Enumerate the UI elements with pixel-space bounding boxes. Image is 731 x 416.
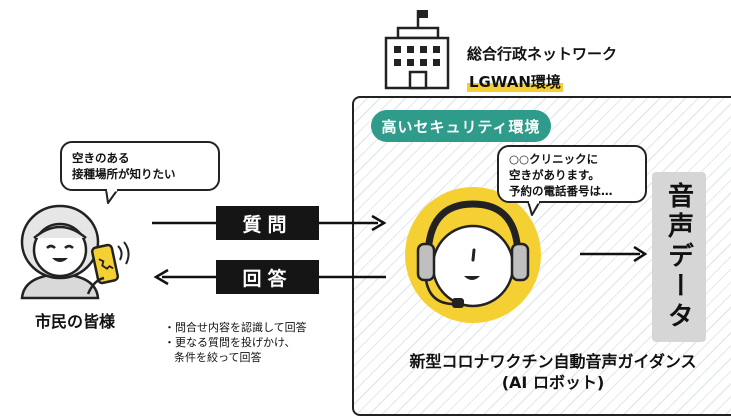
note-item: 条件を絞って回答 xyxy=(174,351,262,364)
citizen-bubble-tail xyxy=(105,189,119,204)
robot-speech-line: 空きがあります。 xyxy=(509,168,600,182)
robot-speech-line: 予約の電話番号は… xyxy=(509,184,613,198)
voice-data-label: 音声データ xyxy=(663,182,694,332)
citizen-avatar-icon xyxy=(20,204,130,300)
network-title: 総合行政ネットワーク xyxy=(467,45,618,63)
secure-environment-badge: 高いセキュリティ環境 xyxy=(371,110,551,142)
robot-speech-bubble: ○○クリニックに 空きがあります。 予約の電話番号は… xyxy=(497,145,647,203)
government-building-icon xyxy=(384,10,450,90)
citizen-speech-bubble: 空きのある 接種場所が知りたい xyxy=(60,141,220,191)
question-label: 質問 xyxy=(216,206,319,240)
citizen-speech-line: 接種場所が知りたい xyxy=(72,167,176,181)
voice-data-arrow-icon xyxy=(580,245,648,263)
citizen-label: 市民の皆様 xyxy=(34,312,115,331)
robot-title: 新型コロナワクチン自動音声ガイダンス xyxy=(409,352,697,371)
robot-subtitle: (AI ロボット) xyxy=(501,373,605,392)
note-item: ・更なる質問を投げかけ、 xyxy=(164,336,296,349)
answer-notes: ・問合せ内容を認識して回答 ・更なる質問を投げかけ、 条件を絞って回答 xyxy=(164,320,307,365)
ai-robot-icon xyxy=(405,187,541,323)
network-subtitle: LGWAN環境 xyxy=(467,71,563,92)
voice-data-box: 音声データ xyxy=(652,172,706,342)
note-item: ・問合せ内容を認識して回答 xyxy=(164,321,307,334)
robot-bubble-tail xyxy=(527,201,541,216)
citizen-speech-line: 空きのある xyxy=(72,151,130,165)
robot-speech-line: ○○クリニックに xyxy=(509,152,599,166)
answer-label: 回答 xyxy=(216,260,319,294)
